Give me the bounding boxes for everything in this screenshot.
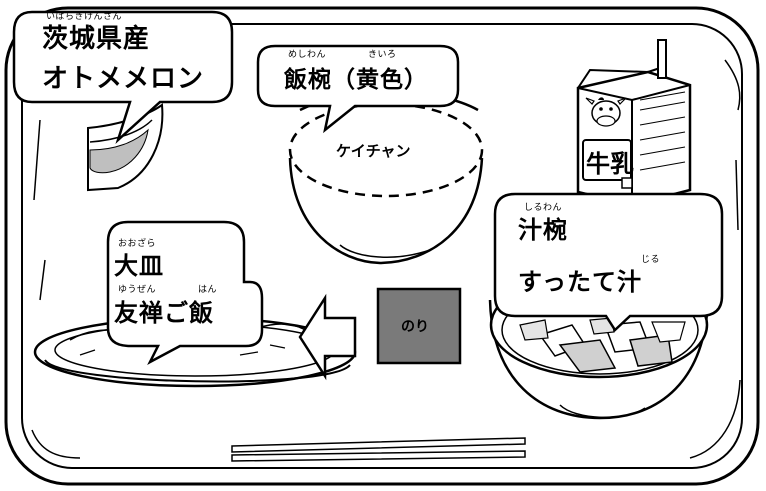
plate-bubble <box>106 220 264 365</box>
chopsticks <box>231 437 526 462</box>
melon-label-line1: 茨城県産 <box>42 24 151 54</box>
soup-bowl-label-line2: すったて汁 <box>518 268 643 296</box>
melon-slice <box>87 103 164 192</box>
rice-bowl-ruby-left: めしわん <box>288 50 327 60</box>
rice-bowl-title: 飯椀（黄色） <box>284 67 428 93</box>
soup-bowl-ruby-jiru: じる <box>641 255 661 265</box>
tray-inner-rim <box>21 23 743 469</box>
soup-bowl-bubble <box>493 192 724 332</box>
plate-ruby-left: ゆうぜん <box>118 285 157 295</box>
rice-bowl-bubble <box>256 44 460 134</box>
milk-label: 牛乳 <box>586 150 634 178</box>
milk-carton <box>576 39 692 207</box>
melon-ruby: いばらきけんさん <box>46 12 123 22</box>
melon-label-line2: オトメメロン <box>42 64 205 94</box>
plate-ruby-right: はん <box>198 285 218 295</box>
soup-bowl-label-line1: 汁椀 <box>518 216 568 244</box>
plate-label-line2: 友禅ご飯 <box>114 299 214 327</box>
rice-bowl <box>288 90 484 265</box>
nori-square <box>376 287 462 365</box>
rice-bowl-ruby-right: きいろ <box>368 50 397 60</box>
melon-bubble <box>12 10 234 145</box>
nori-label: のり <box>401 319 429 335</box>
plate-ruby-top: おおざら <box>118 239 157 249</box>
soup-bowl-ruby: しるわん <box>524 203 563 213</box>
plate-label-line1: 大皿 <box>114 252 164 280</box>
cow-face-icon <box>585 97 627 127</box>
rice-bowl-content: ケイチャン <box>336 142 411 160</box>
arrow-left-icon <box>298 293 357 381</box>
